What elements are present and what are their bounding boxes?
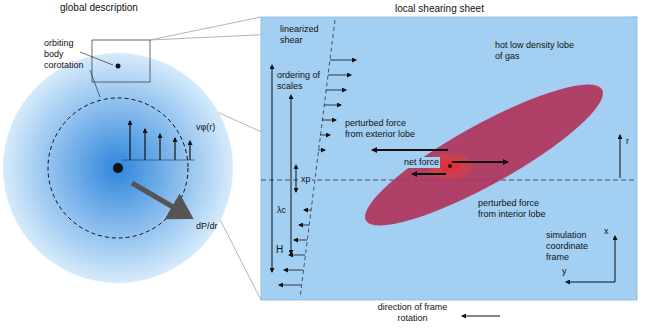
shear-label: linearized shear [280, 24, 328, 46]
force-label: perturbed force from exterior lobe [345, 118, 425, 140]
panel-title: local shearing sheet [395, 3, 484, 15]
scale-symbol: H [276, 244, 283, 256]
axis-label: y [562, 266, 567, 277]
force-label: net force [403, 157, 440, 168]
axis-label: x [604, 226, 609, 237]
force-label: perturbed force from interior lobe [478, 198, 558, 220]
velocity-label: vφ(r) [196, 122, 215, 133]
axis-label: r [626, 136, 629, 147]
callout-label: corotation [44, 60, 84, 71]
rotation-label: direction of frame rotation [370, 302, 455, 324]
scale-symbol: xp [300, 174, 312, 185]
gradient-label: dP/dr [196, 221, 218, 232]
scale-label: ordering of scales [277, 70, 323, 92]
callout-label: orbiting body [44, 38, 84, 60]
panel-title: global description [60, 2, 138, 14]
scale-symbol: λc [277, 205, 286, 216]
lobe-label: hot low density lobe of gas [495, 40, 580, 62]
frame-label: simulation coordinate frame [546, 230, 598, 263]
